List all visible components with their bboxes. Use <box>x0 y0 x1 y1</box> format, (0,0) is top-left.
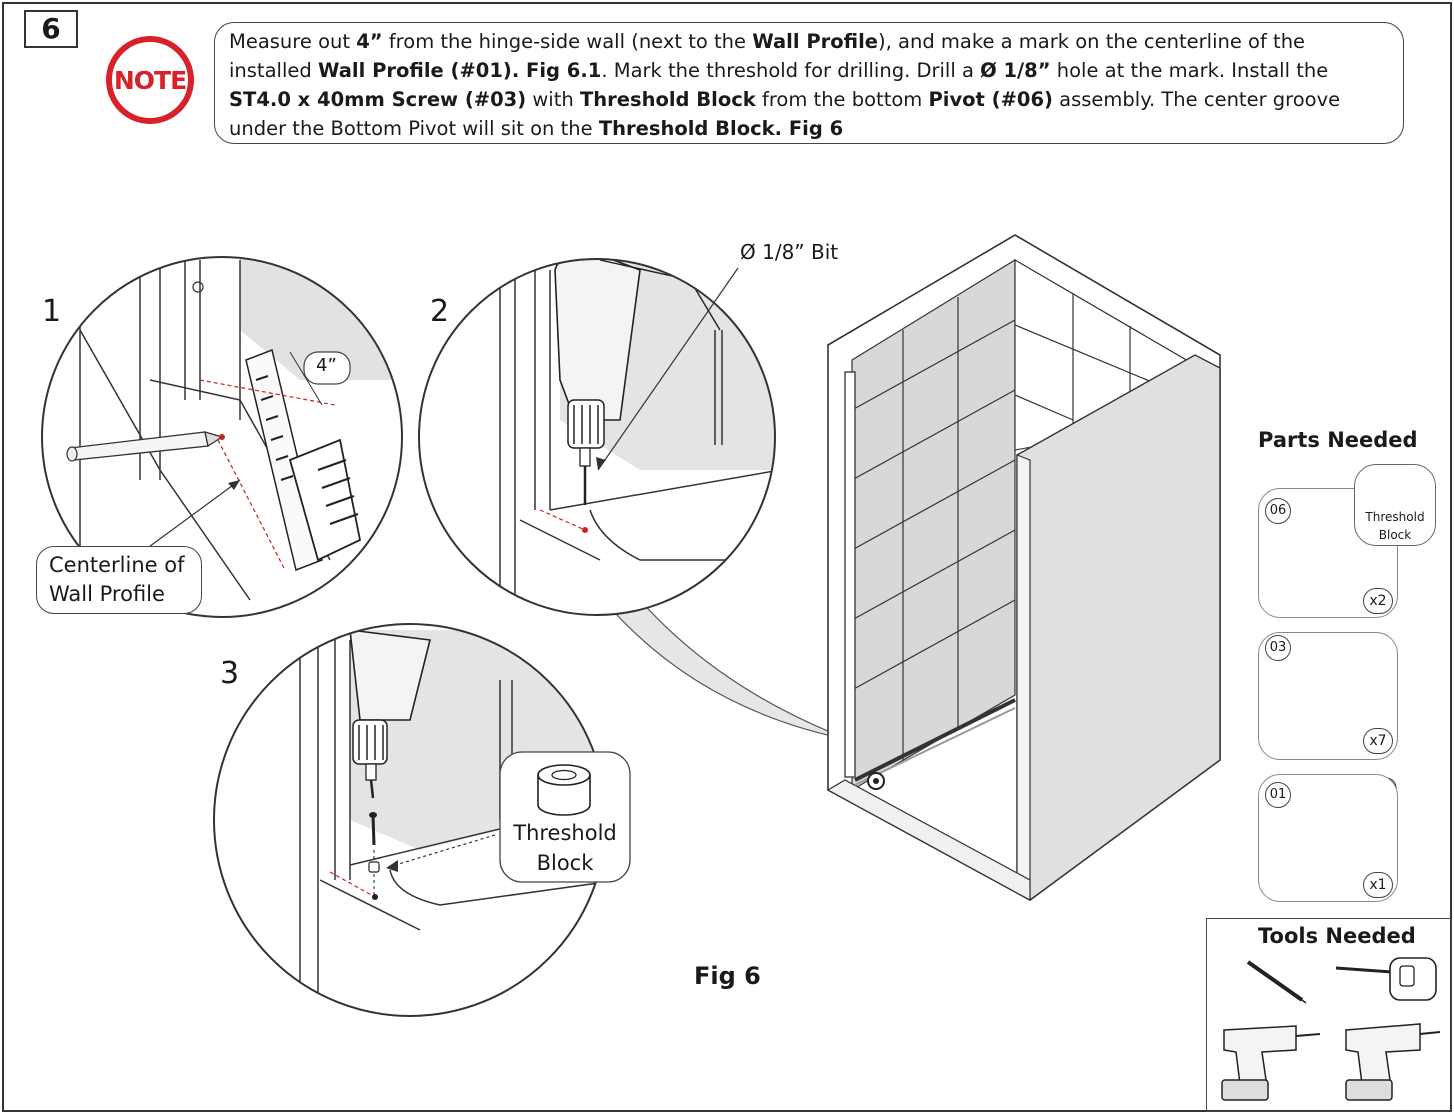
note-badge: NOTE <box>106 36 194 124</box>
centerline-callout: Centerline of Wall Profile <box>36 546 202 614</box>
shower-enclosure <box>826 234 1221 902</box>
tools-needed-box <box>1206 918 1452 1112</box>
tools-needed-title: Tools Needed <box>1258 924 1416 948</box>
threshold-block-inset <box>1354 464 1436 546</box>
tape-measure-icon <box>1335 957 1437 1001</box>
drill-icon <box>349 629 431 799</box>
screw-icon <box>369 812 377 846</box>
drill-icon <box>1221 1025 1321 1101</box>
figure-label: Fig 6 <box>694 962 761 990</box>
part-quantity: x1 <box>1363 872 1393 898</box>
zoom-connector <box>606 599 851 741</box>
part-quantity: x7 <box>1363 728 1393 754</box>
part-number: 06 <box>1265 498 1291 524</box>
detail-1-number: 1 <box>42 294 62 329</box>
detail-1-circle <box>41 256 403 618</box>
pencil-icon <box>66 431 224 462</box>
drill-icon <box>1345 1023 1441 1101</box>
detail-3-number: 3 <box>220 656 240 691</box>
part-quantity: x2 <box>1363 588 1393 614</box>
detail-2-number: 2 <box>430 294 450 329</box>
measure-label: 4” <box>316 355 337 376</box>
threshold-block-inset-label: Threshold Block <box>1365 510 1425 542</box>
detail-2-circle <box>418 258 776 616</box>
bit-label: Ø 1/8” Bit <box>740 240 839 264</box>
step-number: 6 <box>24 10 78 48</box>
detail-3-circle <box>213 623 631 1017</box>
pencil-icon <box>1246 960 1307 1004</box>
instruction-text: Measure out 4” from the hinge-side wall … <box>214 22 1404 144</box>
parts-needed-title: Parts Needed <box>1258 428 1418 452</box>
threshold-block-callout: Threshold Block <box>513 821 617 875</box>
part-number: 01 <box>1265 782 1291 808</box>
part-number: 03 <box>1265 635 1291 661</box>
threshold-block-icon <box>537 764 591 816</box>
